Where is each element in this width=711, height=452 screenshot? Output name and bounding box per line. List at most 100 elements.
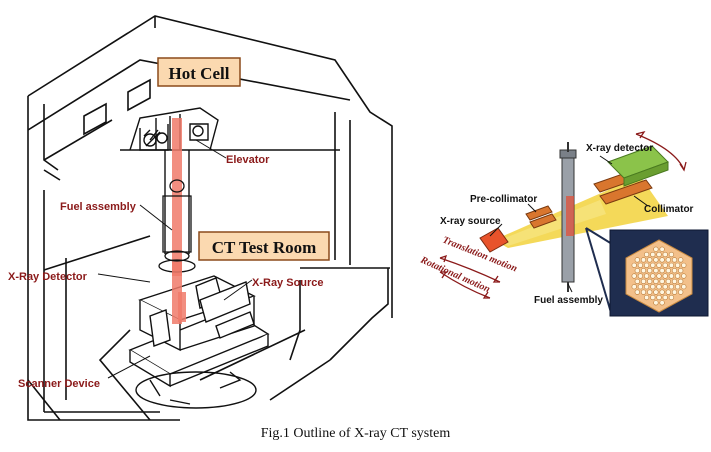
fuel-pin [674,273,681,279]
fuel-pin [631,284,637,290]
fuel-pin [637,273,644,279]
fuel-pin [668,251,675,258]
fuel-pin [643,251,650,258]
right-fuel-assembly [559,142,577,292]
fuel-pin [671,278,678,285]
right-leader-lines [489,155,649,293]
fuel-pin [647,278,653,285]
fuel-pin [650,262,656,268]
fuel-pin [674,262,681,268]
fuel-pin [671,268,678,274]
fuel-pin [662,273,668,279]
fuel-pin [668,294,675,301]
fuel-pin [647,268,653,274]
scanner-beam [172,262,182,324]
fuel-pin [653,257,659,263]
fuel-pin [653,300,659,306]
fuel-pin [650,294,656,301]
fuel-pin [640,278,647,285]
fuel-pin [640,268,647,274]
facility-building [27,15,393,421]
fuel-pin [647,289,653,295]
ct-test-room-box: CT Test Room [198,231,330,261]
fuel-pin-lattice [631,246,687,306]
collimator-label: Collimator [644,204,694,215]
fuel-pin [659,268,665,274]
fuel-pin [659,278,665,285]
figure-caption: Fig.1 Outline of X-ray CT system [260,426,451,441]
fuel-pin [671,257,678,263]
fuel-pin [634,268,640,274]
fuel-pin [656,284,662,290]
fuel-pin [631,273,637,279]
fuel-pin [653,278,659,285]
hot-cell-machinery [120,107,340,151]
fuel-pin [671,289,678,295]
fuel-pin [659,246,665,252]
xray-source-block [479,227,509,253]
fuel-pin [665,257,671,263]
fuel-pin [678,289,684,295]
fuel-pin [665,289,671,295]
fuel-pin [678,268,684,274]
fuel-pin [643,294,650,301]
fuel-pin [665,278,671,285]
fuel-pin [634,257,640,263]
cross-section-inset [585,227,709,317]
fuel-assembly-column [158,118,196,276]
fuel-pin [647,257,653,263]
fuel-pin [662,251,668,258]
fuel-pin [650,273,656,279]
fuel-pin [637,284,644,290]
fuel-pin [656,273,662,279]
fuel-pin [662,284,668,290]
fuel-pin [678,278,684,285]
fuel-pin [634,278,640,285]
xray-detector-bar [607,145,669,187]
fuel-pin [659,300,665,306]
fuel-pin [681,284,687,290]
fuel-pin [640,289,647,295]
fuel-pin [668,273,675,279]
fuel-pin [668,262,675,268]
fuel-pin [656,251,662,258]
fuel-pin [681,262,687,268]
left-xray-source-label: X-Ray Source [252,277,324,289]
fuel-pin [653,268,659,274]
fuel-pin [653,246,659,252]
ct-test-room-label: CT Test Room [212,238,317,257]
fuel-pin [656,262,662,268]
motion-arrows [439,130,687,299]
fuel-pin [659,257,665,263]
scanner-beam-mark [178,292,186,322]
fuel-pin [643,262,650,268]
fuel-pin [678,257,684,263]
fuel-pin [665,268,671,274]
fuel-pin [662,294,668,301]
fuel-pin [662,262,668,268]
fuel-pin [643,273,650,279]
fuel-pin [668,284,675,290]
fuel-pin [640,257,647,263]
pre-collimator-label: Pre-collimator [470,194,537,205]
fuel-pin [634,289,640,295]
pre-collimator [525,205,557,229]
right-xray-detector-label: X-ray detector [586,143,653,154]
fuel-pin [637,262,644,268]
fuel-pin [631,262,637,268]
elevator-label: Elevator [226,154,270,166]
fuel-pin [681,273,687,279]
scanner-device-label: Scanner Device [18,378,100,390]
fuel-pin [674,284,681,290]
hot-cell-label: Hot Cell [169,64,230,83]
right-fuel-assembly-label: Fuel assembly [534,295,603,306]
left-fuel-assembly-label: Fuel assembly [60,201,137,213]
xray-fan-beam-core [500,200,606,246]
fuel-pin [656,294,662,301]
fuel-pin [643,284,650,290]
fuel-pin [653,289,659,295]
fuel-pin [659,289,665,295]
left-xray-detector-label: X-Ray Detector [8,271,88,283]
fuel-pin [650,251,656,258]
